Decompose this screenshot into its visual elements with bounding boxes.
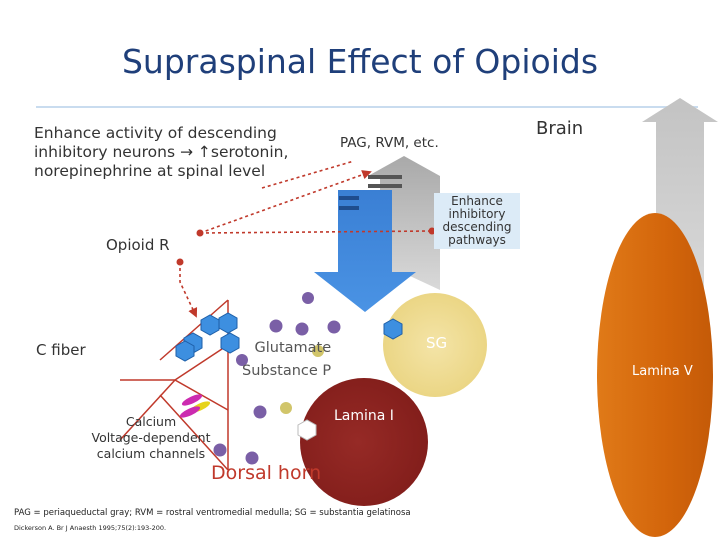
enhance-activity-line-1: Enhance activity of descending bbox=[34, 124, 277, 142]
title-divider bbox=[36, 106, 698, 108]
enhance-activity-line-2: inhibitory neurons → ↑serotonin, bbox=[34, 143, 289, 161]
enhance-inhibitory-line-4: pathways bbox=[448, 233, 506, 247]
neurotransmitter-dots bbox=[213, 292, 341, 465]
blue-descending-arrow bbox=[314, 190, 416, 312]
glutamate-label: Glutamate bbox=[254, 340, 332, 356]
lamina-v-region bbox=[597, 213, 713, 537]
calcium-line-2: Voltage-dependent bbox=[91, 430, 211, 445]
brain-label: Brain bbox=[536, 118, 584, 139]
footnote: PAG = periaqueductal gray; RVM = rostral… bbox=[14, 508, 411, 518]
enhance-activity-text: Enhance activity of descending inhibitor… bbox=[34, 124, 288, 181]
reference: Dickerson A. Br J Anaesth 1995;75(2):193… bbox=[14, 524, 167, 532]
calcium-channel-label: Calcium Voltage-dependent calcium channe… bbox=[86, 414, 216, 462]
sg-region bbox=[383, 293, 487, 397]
lamina-i-receptor bbox=[297, 419, 317, 441]
lamina-v-label: Lamina V bbox=[632, 364, 693, 379]
neurotransmitter-labels: Glutamate Substance P bbox=[242, 337, 331, 383]
dotted-pathways bbox=[179, 160, 433, 318]
slide-title: Supraspinal Effect of Opioids bbox=[121, 42, 599, 81]
calcium-line-1: Calcium bbox=[125, 414, 177, 429]
pag-rvm-label: PAG, RVM, etc. bbox=[340, 135, 439, 151]
enhance-inhibitory-label: Enhance inhibitory descending pathways bbox=[434, 193, 520, 249]
sg-label: SG bbox=[426, 334, 448, 352]
calcium-line-3: calcium channels bbox=[96, 446, 206, 461]
opioid-r-label: Opioid R bbox=[106, 236, 170, 254]
enhance-inhibitory-line-3: descending bbox=[442, 220, 512, 234]
enhance-inhibitory-line-1: Enhance bbox=[451, 194, 503, 208]
substance-p-label: Substance P bbox=[242, 363, 332, 379]
opioid-receptors bbox=[175, 312, 403, 362]
enhance-inhibitory-line-2: inhibitory bbox=[448, 207, 506, 221]
enhance-activity-line-3: norepinephrine at spinal level bbox=[34, 162, 266, 180]
c-fiber-label: C fiber bbox=[36, 341, 86, 359]
lamina-i-region bbox=[300, 378, 428, 506]
dorsal-horn-label: Dorsal horn bbox=[211, 462, 322, 484]
calcium-channels bbox=[179, 394, 211, 418]
lamina-i-label: Lamina I bbox=[334, 408, 394, 424]
